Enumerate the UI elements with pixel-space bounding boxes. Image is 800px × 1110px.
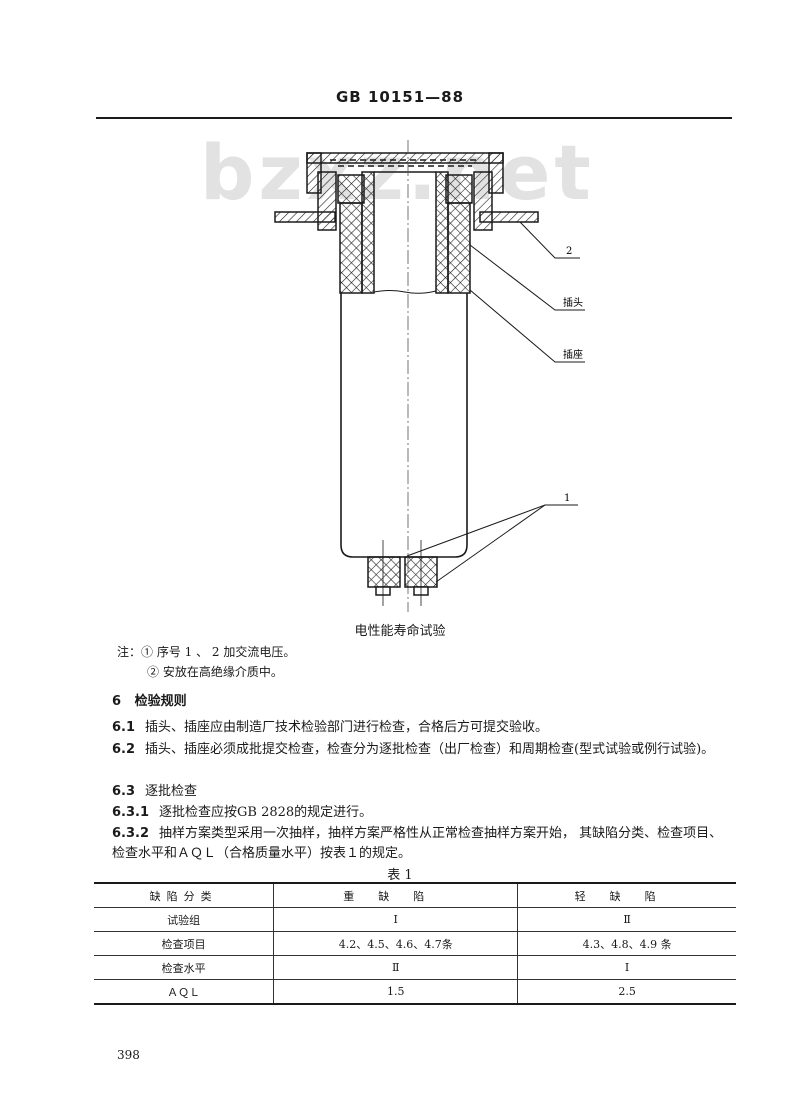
clause-text: 逐批检查 <box>145 784 198 799</box>
section-title: 检验规则 <box>134 694 187 709</box>
section-number: 6 <box>112 694 122 709</box>
connector-cross-section-drawing: 2 插头 插座 1 <box>274 140 585 612</box>
section-6-heading: 6 检验规则 <box>112 690 187 709</box>
standard-code: GB 10151—88 <box>335 88 465 106</box>
table-cell: Ⅰ <box>517 955 736 980</box>
note-item-2: ② 安放在高绝缘介质中。 <box>147 665 283 679</box>
label-2: 2 <box>566 246 572 257</box>
label-plug: 插头 <box>563 296 583 309</box>
table-cell: 试验组 <box>94 907 274 932</box>
paragraph-6-3-1: 6.3.1 逐批检查应按GB 2828的规定进行。 <box>112 803 732 823</box>
table-title: 表 1 <box>387 868 413 883</box>
table-cell: 检查项目 <box>94 931 274 956</box>
note-item-1: ① 序号 1 、 2 加交流电压。 <box>141 645 296 659</box>
table-cell: 4.2、4.5、4.6、4.7条 <box>273 931 519 956</box>
note-prefix: 注： <box>117 645 142 659</box>
clause-number: 6.2 <box>112 742 136 757</box>
insulator <box>337 171 473 294</box>
table-cell: 2.5 <box>517 979 736 1005</box>
column-header: 轻缺陷 <box>517 882 736 908</box>
body <box>340 171 468 558</box>
defect-classification-table: 缺陷分类 重缺陷 轻缺陷 试验组 Ⅰ Ⅱ 检查项目 4.2、4.5、4.6、4.… <box>94 882 736 1005</box>
table-row: 检查项目 4.2、4.5、4.6、4.7条 4.3、4.8、4.9 条 <box>94 931 736 956</box>
clause-number: 6.3.1 <box>112 805 150 820</box>
table-row: ＡＱＬ 1.5 2.5 <box>94 979 736 1005</box>
paragraph-6-1: 6.1 插头、插座应由制造厂技术检验部门进行检查，合格后方可提交验收。 <box>112 718 732 738</box>
table-cell: 1.5 <box>273 979 519 1005</box>
note-line-1: 注：① 序号 1 、 2 加交流电压。 <box>117 643 295 660</box>
page-number: 398 <box>117 1048 140 1062</box>
table-row: 试验组 Ⅰ Ⅱ <box>94 907 736 932</box>
column-header: 重缺陷 <box>273 882 519 908</box>
table-cell: ＡＱＬ <box>94 979 274 1005</box>
clause-number: 6.3 <box>112 784 136 799</box>
clause-text: 抽样方案类型采用一次抽样，抽样方案严格性从正常检查抽样方案开始， 其缺陷分类、检… <box>112 826 723 861</box>
column-header: 缺陷分类 <box>94 882 274 908</box>
table-cell: 检查水平 <box>94 955 274 980</box>
paragraph-6-2: 6.2 插头、插座必须成批提交检查，检查分为逐批检查（出厂检查）和周期检查(型式试… <box>112 740 732 760</box>
figure-caption: 电性能寿命试验 <box>354 624 446 639</box>
table-cell: 4.3、4.8、4.9 条 <box>517 931 736 956</box>
clause-number: 6.3.2 <box>112 826 150 841</box>
table-cell: Ⅰ <box>273 907 519 932</box>
leader-lines <box>406 221 585 583</box>
clause-number: 6.1 <box>112 720 136 735</box>
clause-text: 插头、插座应由制造厂技术检验部门进行检查，合格后方可提交验收。 <box>145 720 549 735</box>
header-rule <box>96 117 732 119</box>
clause-text: 逐批检查应按GB 2828的规定进行。 <box>159 805 373 820</box>
table-cell: Ⅱ <box>273 955 519 980</box>
table-cell: Ⅱ <box>517 907 736 932</box>
label-1: 1 <box>564 493 570 504</box>
table-row: 检查水平 Ⅱ Ⅰ <box>94 955 736 980</box>
terminals <box>367 540 438 606</box>
table-header-row: 缺陷分类 重缺陷 轻缺陷 <box>94 882 736 908</box>
clause-text: 插头、插座必须成批提交检查，检查分为逐批检查（出厂检查）和周期检查(型式试验或例… <box>145 742 715 757</box>
cap <box>306 152 504 194</box>
label-socket: 插座 <box>563 348 583 361</box>
flange <box>274 171 539 231</box>
paragraph-6-3: 6.3 逐批检查 <box>112 782 732 802</box>
